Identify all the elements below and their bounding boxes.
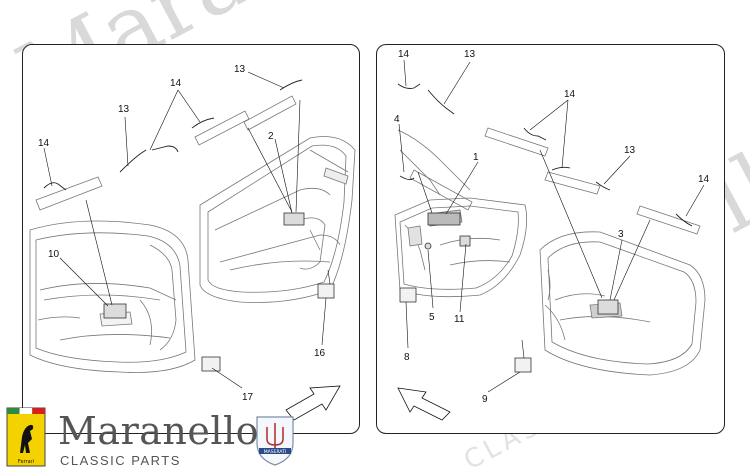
switch-part-2 <box>283 212 305 226</box>
maranello-logo: Ferrari Maranello CLASSIC PARTS <box>6 405 266 471</box>
maserati-trident-icon: MASERATI <box>256 416 294 466</box>
callout-14-b: 14 <box>170 78 182 89</box>
strip-left-14 <box>35 176 103 211</box>
callout-14-d: 14 <box>564 89 576 100</box>
trident-text: MASERATI <box>264 449 286 455</box>
harness-14-left-b <box>191 117 215 129</box>
right-rear-door-drawing <box>539 231 706 376</box>
module-part-17 <box>201 356 221 372</box>
callout-13-a: 13 <box>118 104 130 115</box>
leader-lines <box>43 59 705 393</box>
switch-part-1 <box>427 212 461 226</box>
callout-13-c: 13 <box>464 49 476 60</box>
shield-text: Ferrari <box>18 459 34 465</box>
switch-part-10 <box>103 303 127 319</box>
callout-10: 10 <box>48 249 60 260</box>
harness-13-right-b <box>595 181 611 191</box>
harness-14-right-b <box>551 166 571 171</box>
connector-part-11 <box>459 235 471 247</box>
brand-name: Maranello <box>58 409 260 453</box>
callout-8: 8 <box>404 352 410 363</box>
module-part-8 <box>399 287 417 303</box>
callout-14-a: 14 <box>38 138 50 149</box>
right-panel-frame <box>376 44 725 434</box>
harness-14-right-c <box>675 213 693 227</box>
callout-3: 3 <box>618 229 624 240</box>
ferrari-shield-icon: Ferrari <box>6 407 46 467</box>
harness-13-left <box>119 149 147 173</box>
callout-14-c: 14 <box>398 49 410 60</box>
callout-2: 2 <box>268 131 274 142</box>
strip-right-13 <box>544 171 601 195</box>
left-front-door-drawing <box>199 136 356 303</box>
callout-1: 1 <box>473 152 479 163</box>
harness-13-left-b <box>151 145 179 153</box>
callout-16: 16 <box>314 348 326 359</box>
strip-left-13b <box>243 95 297 131</box>
left-rear-door-drawing <box>29 220 196 373</box>
brand-subtitle: CLASSIC PARTS <box>60 453 181 468</box>
callout-13-d: 13 <box>624 145 636 156</box>
harness-14-right-a <box>523 127 547 141</box>
harness-14-left <box>43 182 67 191</box>
harness-14-right <box>397 83 421 89</box>
front-direction-arrow-left <box>285 385 341 421</box>
callout-13-b: 13 <box>234 64 246 75</box>
strip-left-14b <box>194 110 250 146</box>
harness-13-right <box>427 89 455 115</box>
module-part-9 <box>514 357 532 373</box>
right-front-door-drawing <box>394 129 528 298</box>
strip-right-14a <box>484 127 549 157</box>
connector-part-5 <box>424 242 432 250</box>
harness-13-left-top <box>279 79 303 91</box>
callout-4: 4 <box>394 114 400 125</box>
callout-17: 17 <box>242 392 254 403</box>
switch-part-3 <box>597 299 619 315</box>
callout-9: 9 <box>482 394 488 405</box>
callout-14-e: 14 <box>698 174 710 185</box>
harness-4-right <box>399 175 415 181</box>
strip-right-14b <box>636 205 701 235</box>
callout-5: 5 <box>429 312 435 323</box>
callout-labels: 14 13 14 13 2 10 16 17 14 13 4 14 1 13 1… <box>38 49 710 405</box>
module-part-16 <box>317 283 335 299</box>
callout-11: 11 <box>454 314 465 325</box>
strip-right-4 <box>409 169 473 211</box>
front-direction-arrow-right <box>397 387 451 421</box>
